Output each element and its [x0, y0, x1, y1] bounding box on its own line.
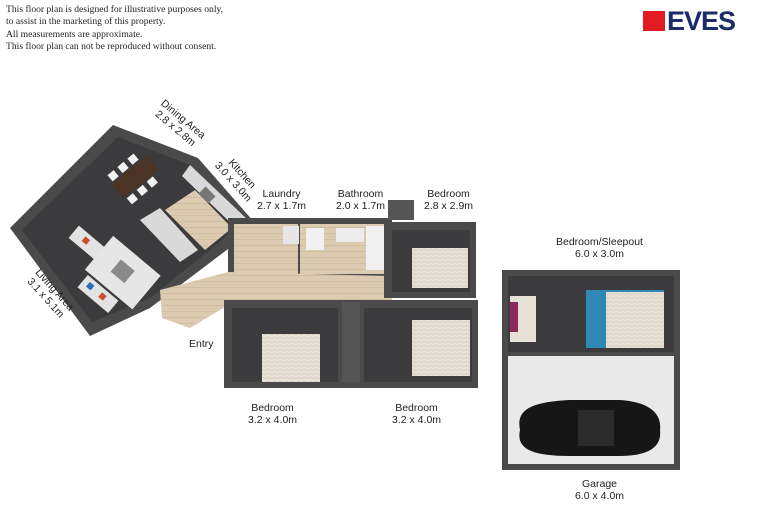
room-name: Entry [189, 338, 214, 350]
room-name: Bedroom/Sleepout [556, 236, 643, 248]
room-size: 2.7 x 1.7m [257, 200, 307, 212]
garage-label: Garage 6.0 x 4.0m [575, 478, 624, 502]
bedroom1-area [384, 222, 476, 298]
toilet-icon [306, 228, 324, 250]
sleepout-label: Bedroom/Sleepout 6.0 x 3.0m [556, 236, 643, 260]
bed-icon [412, 320, 470, 376]
living-dining-floor [22, 137, 240, 322]
outbuilding [502, 270, 680, 470]
car-icon [519, 400, 661, 456]
left-wing [10, 125, 254, 336]
logo-mark [643, 11, 665, 31]
bed-icon [412, 248, 468, 288]
laundry-label: Laundry 2.7 x 1.7m [257, 188, 306, 212]
room-name: Bedroom [427, 188, 470, 200]
bed-icon [606, 292, 664, 348]
bedroom3-label: Bedroom 3.2 x 4.0m [392, 402, 441, 426]
room-size: 6.0 x 3.0m [574, 248, 624, 260]
lower-bedrooms [224, 300, 478, 388]
kitchen-island [140, 208, 198, 262]
room-size: 3.2 x 4.0m [248, 414, 298, 426]
disclaimer: This floor plan is designed for illustra… [6, 4, 223, 54]
sink-icon [198, 186, 216, 204]
entry-label: Entry [189, 338, 214, 350]
bedroom2-label: Bedroom 3.2 x 4.0m [248, 402, 297, 426]
room-size: 6.0 x 4.0m [575, 490, 625, 502]
kitchen-counter [182, 165, 248, 230]
kitchen-floor [165, 190, 232, 250]
disclaimer-line: This floor plan can not be reproduced wi… [6, 41, 217, 53]
room-size: 3.2 x 4.0m [392, 414, 442, 426]
linen-cupboard [388, 200, 414, 220]
bedroom1-label: Bedroom 2.8 x 2.9m [424, 188, 473, 212]
eves-logo: EVES [643, 6, 759, 36]
dining-table [107, 153, 159, 205]
bath-icon [366, 226, 386, 270]
living-rug [84, 235, 161, 310]
disclaimer-line: This floor plan is designed for illustra… [6, 4, 224, 15]
cushion-icon [510, 302, 518, 332]
laundry-tub-icon [283, 226, 299, 244]
room-name: Bedroom [251, 402, 294, 414]
sofa-icon [77, 275, 119, 313]
room-name: Garage [582, 478, 618, 490]
room-size: 2.0 x 1.7m [336, 200, 386, 212]
vanity-icon [336, 228, 364, 242]
disclaimer-line: All measurements are approximate. [6, 28, 143, 40]
bed-icon [262, 334, 320, 382]
room-name: Bathroom [337, 188, 384, 200]
disclaimer-line: to assist in the marketing of this prope… [6, 16, 166, 28]
room-name: Bedroom [395, 402, 438, 414]
bathroom-label: Bathroom 2.0 x 1.7m [336, 188, 385, 212]
wardrobe [342, 302, 360, 382]
sofa-icon [68, 225, 105, 260]
room-name: Laundry [262, 188, 301, 200]
logo-text: EVES [667, 6, 736, 36]
central-block [160, 200, 414, 328]
room-size: 2.8 x 2.9m [424, 200, 474, 212]
